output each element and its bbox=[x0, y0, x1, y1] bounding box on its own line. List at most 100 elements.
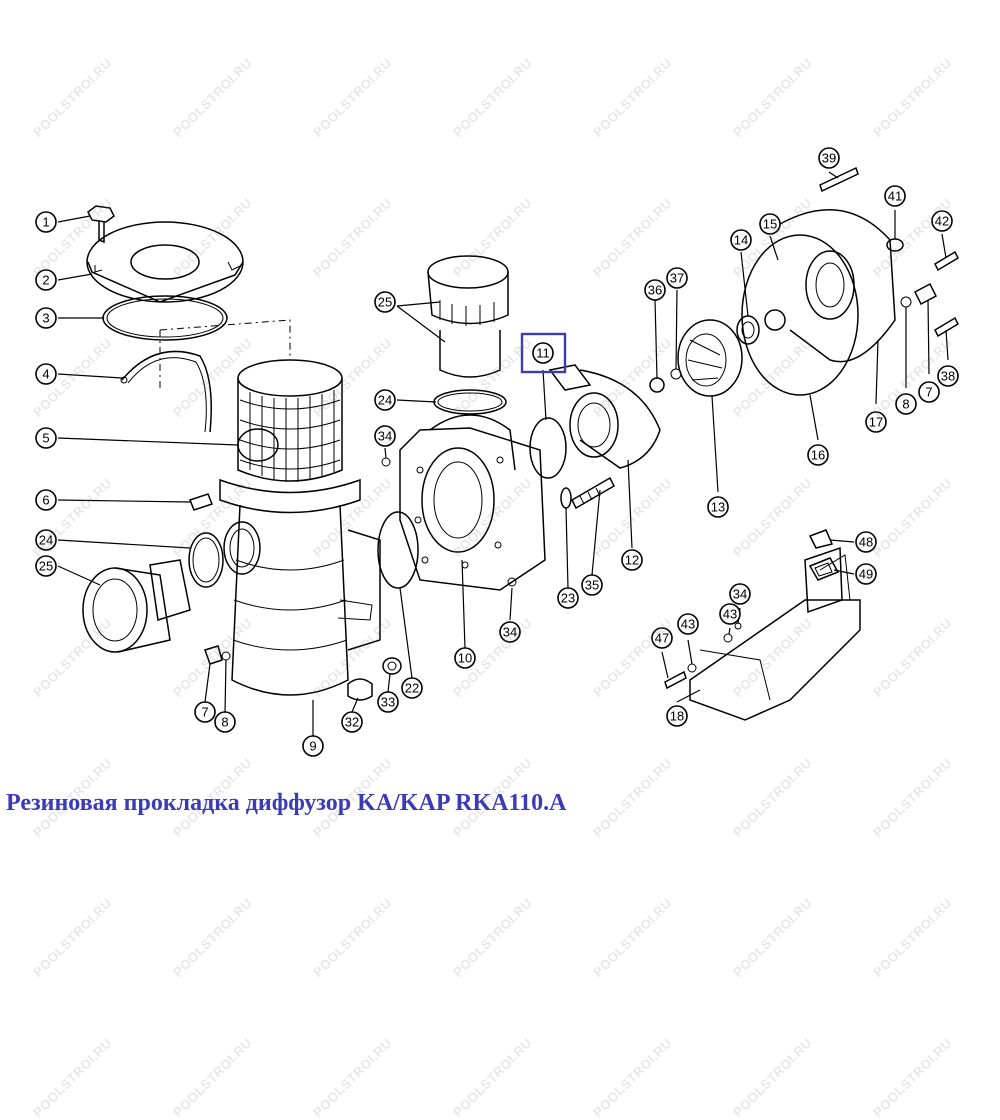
callout-label: 13 bbox=[711, 500, 725, 515]
drain-nut-33 bbox=[382, 657, 402, 675]
callout-34-right: 34 bbox=[729, 583, 751, 605]
watermark-text: POOLSTROI.RU bbox=[450, 1035, 535, 1120]
gasket-23 bbox=[560, 487, 572, 509]
callout-10: 10 bbox=[454, 647, 476, 669]
callout-label: 47 bbox=[655, 631, 669, 646]
watermark-text: POOLSTROI.RU bbox=[730, 1035, 815, 1120]
callout-7-right: 7 bbox=[918, 381, 940, 403]
callout-label: 43 bbox=[681, 617, 695, 632]
callout-label: 24 bbox=[39, 533, 53, 548]
callout-1: 1 bbox=[35, 211, 57, 233]
screw-47 bbox=[664, 670, 687, 690]
callout-label: 1 bbox=[42, 215, 49, 230]
callout-43-right: 43 bbox=[719, 603, 741, 625]
watermark-text: POOLSTROI.RU bbox=[30, 1035, 115, 1120]
callout-label: 24 bbox=[378, 393, 392, 408]
callout-label: 41 bbox=[888, 189, 902, 204]
callout-8-right: 8 bbox=[895, 393, 917, 415]
callout-label: 32 bbox=[345, 715, 359, 730]
callout-33: 33 bbox=[377, 691, 399, 713]
nut-34-bottom bbox=[507, 577, 517, 587]
callout-35: 35 bbox=[581, 574, 603, 596]
callout-49: 49 bbox=[855, 563, 877, 585]
callout-label: 14 bbox=[734, 233, 748, 248]
callout-37: 37 bbox=[666, 267, 688, 289]
callout-3: 3 bbox=[35, 307, 57, 329]
callout-label: 42 bbox=[935, 214, 949, 229]
drain-plug-32 bbox=[347, 678, 373, 701]
callout-label: 34 bbox=[503, 625, 517, 640]
callout-label: 3 bbox=[42, 311, 49, 326]
watermark-text: POOLSTROI.RU bbox=[310, 1035, 395, 1120]
exploded-pump-diagram: POOLSTROI.RU POOLSTROI.RU POOLSTROI.RU POOL… bbox=[6, 55, 959, 1120]
callout-48: 48 bbox=[855, 531, 877, 553]
centerline-lid bbox=[159, 319, 291, 392]
callout-9: 9 bbox=[302, 735, 324, 757]
callout-39: 39 bbox=[818, 147, 840, 169]
motor-base bbox=[689, 546, 861, 721]
watermark-text: POOLSTROI.RU bbox=[870, 1035, 955, 1120]
callout-label: 11 bbox=[536, 346, 550, 361]
tab-49 bbox=[808, 557, 840, 581]
callout-label: 25 bbox=[378, 295, 392, 310]
callout-25-left: 25 bbox=[35, 555, 57, 577]
lid-cover bbox=[86, 221, 244, 303]
o-ring-24-top bbox=[433, 389, 507, 415]
tab-48 bbox=[808, 529, 834, 549]
callout-label: 49 bbox=[859, 567, 873, 582]
callout-label: 9 bbox=[309, 739, 316, 754]
screw-42 bbox=[934, 250, 959, 272]
callout-label: 33 bbox=[381, 695, 395, 710]
callout-label: 15 bbox=[763, 217, 777, 232]
leader-lines bbox=[57, 171, 949, 737]
washer-36-37 bbox=[649, 368, 682, 393]
callout-label: 43 bbox=[723, 607, 737, 622]
bolt-35 bbox=[571, 476, 615, 510]
callout-16: 16 bbox=[807, 444, 829, 466]
o-ring-16 bbox=[741, 234, 859, 396]
washer-41 bbox=[886, 238, 904, 252]
callout-label: 7 bbox=[201, 705, 208, 720]
seal-14 bbox=[736, 315, 760, 345]
callout-4: 4 bbox=[35, 363, 57, 385]
callout-label: 38 bbox=[941, 369, 955, 384]
gasket-11 bbox=[529, 417, 567, 479]
strainer-basket bbox=[237, 359, 343, 482]
pump-body bbox=[399, 414, 546, 591]
highlight-box bbox=[520, 332, 567, 374]
callout-34-left: 34 bbox=[374, 425, 396, 447]
screw-6 bbox=[189, 493, 213, 511]
callout-8-left: 8 bbox=[214, 711, 236, 733]
watermark-text: POOLSTROI.RU bbox=[590, 1035, 675, 1120]
callout-label: 8 bbox=[902, 397, 909, 412]
callout-22: 22 bbox=[401, 677, 423, 699]
strainer-housing bbox=[219, 478, 381, 696]
parts-drawing: 1 2 3 4 5 6 24 25 7 8 9 32 33 22 25 24 3… bbox=[35, 147, 959, 757]
lid-clamp-band bbox=[120, 350, 212, 433]
callout-24-left: 24 bbox=[35, 529, 57, 551]
callout-label: 12 bbox=[625, 553, 639, 568]
callout-18: 18 bbox=[666, 705, 688, 727]
callout-15: 15 bbox=[759, 213, 781, 235]
callout-label: 7 bbox=[925, 385, 932, 400]
callout-label: 18 bbox=[670, 709, 684, 724]
callout-label: 17 bbox=[869, 415, 883, 430]
bolt-39 bbox=[819, 166, 859, 193]
callout-7-left: 7 bbox=[194, 701, 216, 723]
callout-34-bottom: 34 bbox=[499, 621, 521, 643]
callout-label: 25 bbox=[39, 559, 53, 574]
callout-label: 22 bbox=[405, 681, 419, 696]
lid-knob bbox=[87, 205, 115, 244]
callout-label: 35 bbox=[585, 578, 599, 593]
part-caption: Резиновая прокладка диффузор KA/KAP RKA1… bbox=[6, 790, 567, 816]
callout-25-top: 25 bbox=[374, 291, 396, 313]
callout-label: 2 bbox=[42, 273, 49, 288]
callout-label: 6 bbox=[42, 493, 49, 508]
callout-label: 39 bbox=[822, 151, 836, 166]
inlet-union bbox=[82, 559, 191, 653]
callout-label: 10 bbox=[458, 651, 472, 666]
callout-label: 36 bbox=[648, 283, 662, 298]
callout-5: 5 bbox=[35, 427, 57, 449]
callout-14: 14 bbox=[730, 229, 752, 251]
union-top-25 bbox=[427, 255, 509, 378]
